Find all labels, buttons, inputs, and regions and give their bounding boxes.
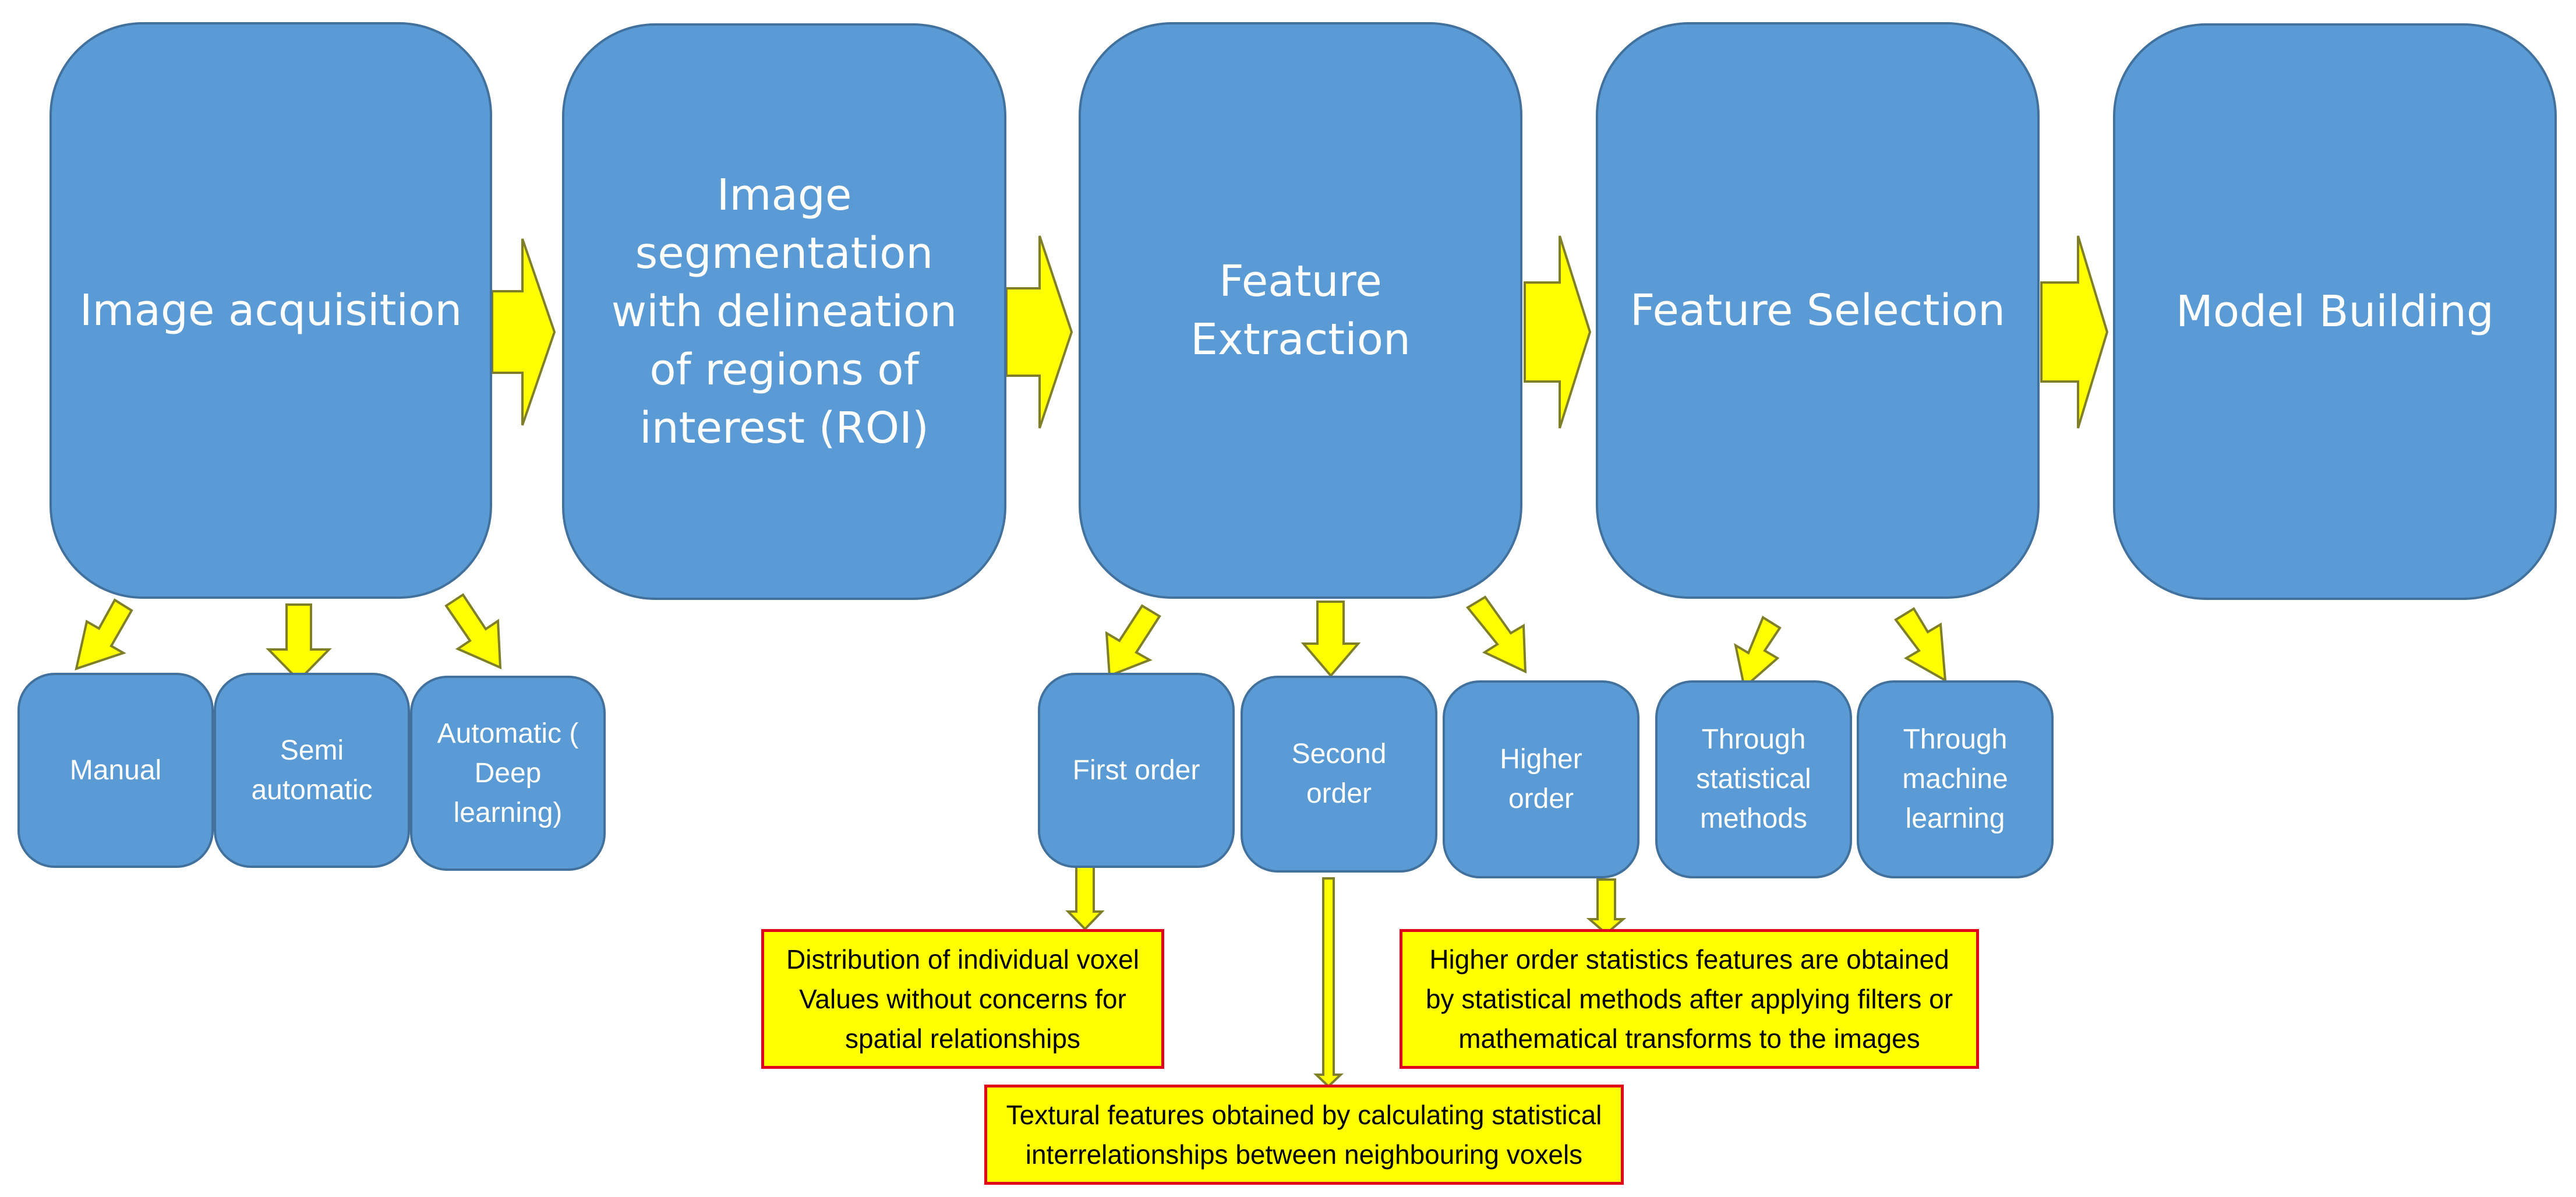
- stage-image-segmentation: Image segmentation with delineation of r…: [562, 23, 1006, 600]
- stage-feature-extraction: Feature Extraction: [1079, 22, 1522, 599]
- stage-label: Model Building: [2176, 287, 2494, 337]
- flow-arrow-1: [491, 238, 556, 426]
- method-label: Manual: [69, 754, 162, 786]
- note-arrow-higher-order: [1586, 878, 1627, 935]
- selection-label: Through statistical methods: [1696, 724, 1811, 834]
- branch-arrow-first-order: [1105, 604, 1161, 677]
- selection-label: Through machine learning: [1902, 724, 2008, 834]
- branch-arrow-statistical: [1734, 616, 1782, 690]
- note-text: Higher order statistics features are obt…: [1425, 944, 1953, 1054]
- flow-arrow-2: [1005, 235, 1073, 429]
- method-manual: Manual: [17, 673, 214, 868]
- branch-arrow-higher-order: [1465, 595, 1527, 674]
- stage-label: Feature Extraction: [1190, 256, 1411, 365]
- note-first-order: Distribution of individual voxel Values …: [761, 929, 1164, 1069]
- feature-type-label: Higher order: [1500, 744, 1582, 814]
- stage-feature-selection: Feature Selection: [1596, 22, 2040, 599]
- branch-arrow-machine: [1894, 607, 1947, 683]
- method-automatic: Automatic ( Deep learning): [410, 676, 606, 871]
- branch-arrow-second-order: [1301, 601, 1361, 678]
- stage-model-building: Model Building: [2113, 23, 2557, 600]
- flow-arrow-4: [2040, 235, 2109, 429]
- feature-type-label: First order: [1072, 754, 1200, 786]
- method-label: Semi automatic: [251, 735, 373, 806]
- selection-statistical: Through statistical methods: [1655, 680, 1852, 878]
- selection-machine-learning: Through machine learning: [1857, 680, 2054, 878]
- feature-second-order: Second order: [1241, 676, 1437, 873]
- stage-label: Image acquisition: [79, 285, 462, 336]
- note-text: Textural features obtained by calculatin…: [1006, 1100, 1602, 1170]
- note-arrow-first-order: [1065, 864, 1105, 931]
- branch-arrow-manual: [75, 598, 133, 671]
- stage-image-acquisition: Image acquisition: [50, 22, 492, 599]
- stage-label: Feature Selection: [1630, 285, 2006, 336]
- note-second-order: Textural features obtained by calculatin…: [984, 1085, 1624, 1185]
- branch-arrow-auto: [444, 593, 502, 670]
- flow-arrow-3: [1524, 235, 1592, 429]
- method-label: Automatic ( Deep learning): [437, 718, 579, 828]
- feature-first-order: First order: [1038, 673, 1235, 868]
- method-semi-automatic: Semi automatic: [214, 673, 410, 868]
- feature-higher-order: Higher order: [1443, 680, 1639, 878]
- stage-label: Image segmentation with delineation of r…: [611, 170, 957, 453]
- note-arrow-second-order: [1313, 877, 1344, 1088]
- branch-arrow-semi: [266, 603, 332, 682]
- note-higher-order: Higher order statistics features are obt…: [1400, 929, 1979, 1069]
- note-text: Distribution of individual voxel Values …: [786, 944, 1139, 1054]
- feature-type-label: Second order: [1291, 739, 1387, 809]
